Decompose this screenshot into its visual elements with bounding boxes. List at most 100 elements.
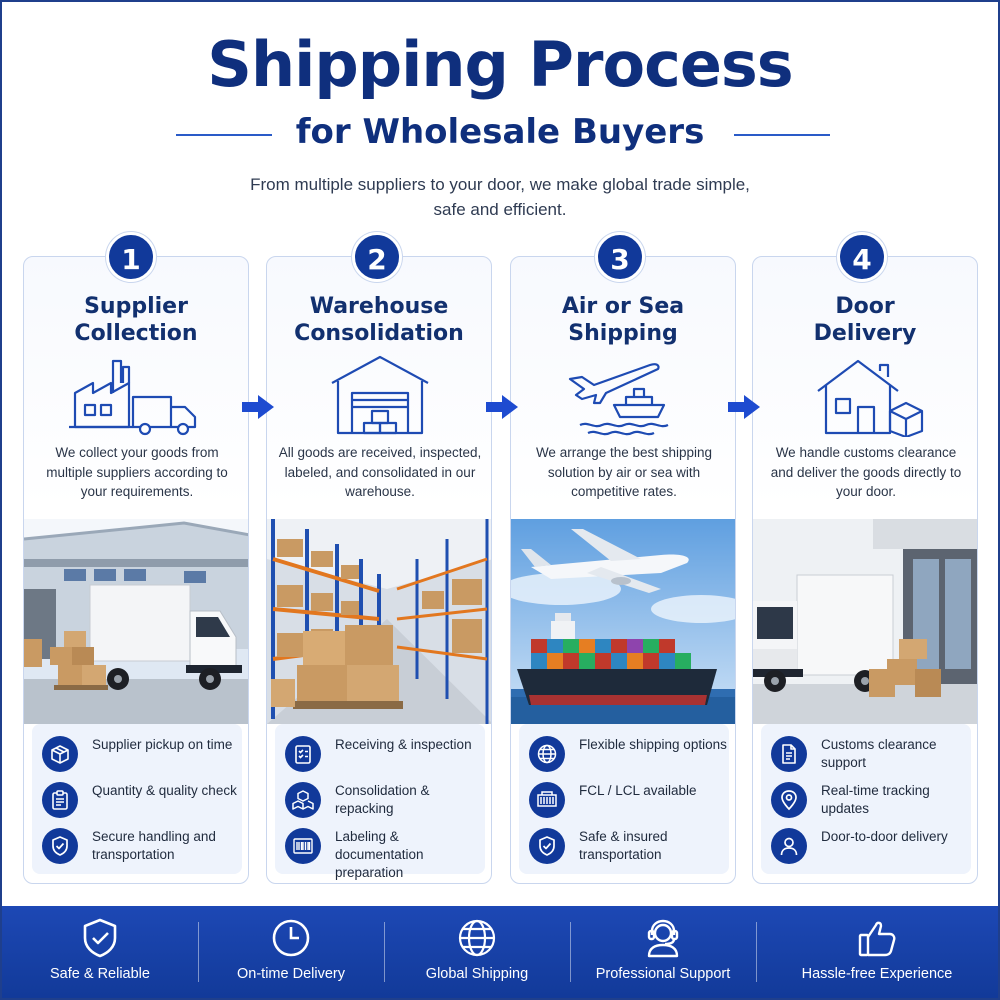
shield-check-icon <box>83 918 117 958</box>
step-description: We collect your goods from multiple supp… <box>46 445 228 499</box>
plane-and-container-ship-photo <box>511 519 735 724</box>
feature-item: Supplier pickup on time <box>42 734 238 776</box>
person-icon <box>771 828 807 864</box>
feature-item: Secure handling and transportation <box>42 826 238 868</box>
feature-label: Receiving & inspection <box>335 737 472 752</box>
step-card-warehouse-consolidation: Warehouse Consolidation All goods are re… <box>266 256 492 884</box>
step-card-door-delivery: Door Delivery We handle customs clearanc… <box>752 256 978 884</box>
footer-divider <box>756 922 757 982</box>
feature-label: FCL / LCL available <box>579 783 697 798</box>
headset-agent-icon <box>647 919 679 958</box>
step-title-line-2: Consolidation <box>294 321 464 346</box>
feature-item: Door-to-door delivery <box>771 826 967 868</box>
feature-item: Quantity & quality check <box>42 780 238 822</box>
footer-label: Global Shipping <box>425 966 529 982</box>
footer-label: Professional Support <box>595 966 731 982</box>
feature-label: Customs clearance support <box>821 737 937 770</box>
step-title: Supplier Collection <box>24 293 248 347</box>
shield-check-icon <box>42 828 78 864</box>
tagline: From multiple suppliers to your door, we… <box>200 172 800 222</box>
house-box-icon <box>817 359 924 437</box>
feature-label: Secure handling and transportation <box>92 829 216 862</box>
footer-label: Hassle-free Experience <box>801 966 953 982</box>
footer-divider <box>570 922 571 982</box>
feature-list: Flexible shipping options FCL / LCL avai… <box>519 724 729 874</box>
step-title-line-2: Delivery <box>813 321 917 346</box>
shield-check-icon <box>529 828 565 864</box>
subtitle-divider-left <box>176 134 272 136</box>
feature-label: Real-time tracking updates <box>821 783 930 816</box>
tagline-line-1: From multiple suppliers to your door, we… <box>250 175 750 194</box>
footer-label: On-time Delivery <box>237 966 345 982</box>
step-title-line-1: Warehouse <box>309 294 449 319</box>
arrow-right-icon <box>486 395 518 419</box>
barcode-icon <box>285 828 321 864</box>
feature-label: Quantity & quality check <box>92 783 237 798</box>
feature-item: Receiving & inspection <box>285 734 481 776</box>
globe-icon <box>529 736 565 772</box>
feature-item: Real-time tracking updates <box>771 780 967 822</box>
warehouse-icon <box>331 355 429 435</box>
feature-item: Flexible shipping options <box>529 734 727 776</box>
footer-item-hassle-free-experience: Hassle-free Experience <box>756 906 998 998</box>
arrow-right-icon <box>242 395 274 419</box>
tagline-line-2: safe and efficient. <box>433 200 567 219</box>
subtitle-row: for Wholesale Buyers <box>0 112 1000 156</box>
step-title-line-2: Shipping <box>568 321 678 346</box>
step-title-line-2: Collection <box>74 321 198 346</box>
step-number-badge: 4 <box>837 232 887 282</box>
feature-item: FCL / LCL available <box>529 780 725 822</box>
factory-truck-icon <box>69 359 197 436</box>
footer-label: Safe & Reliable <box>50 966 150 982</box>
step-card-air-or-sea-shipping: Air or Sea Shipping We arrange the best … <box>510 256 736 884</box>
step-number-badge: 2 <box>352 232 402 282</box>
footer-divider <box>384 922 385 982</box>
feature-list: Receiving & inspection Consolidation & r… <box>275 724 485 880</box>
feature-label: Flexible shipping options <box>579 737 727 752</box>
feature-item: Customs clearance support <box>771 734 967 776</box>
plane-ship-icon <box>568 363 669 436</box>
globe-icon <box>458 919 496 957</box>
step-title: Warehouse Consolidation <box>267 293 491 347</box>
step-title: Air or Sea Shipping <box>511 293 735 347</box>
warehouse-racks-photo <box>267 519 491 724</box>
delivery-truck-photo <box>753 519 977 724</box>
footer-item-global-shipping: Global Shipping <box>384 906 570 998</box>
loading-dock-truck-photo <box>24 519 248 724</box>
feature-item: Consolidation & repacking <box>285 780 481 822</box>
page-subtitle: for Wholesale Buyers <box>295 112 705 152</box>
container-icon <box>529 782 565 818</box>
feature-label: Consolidation & repacking <box>335 783 430 816</box>
feature-label: Supplier pickup on time <box>92 737 233 752</box>
document-icon <box>771 736 807 772</box>
clipboard-icon <box>42 782 78 818</box>
page-title: Shipping Process <box>207 28 793 101</box>
checklist-icon <box>285 736 321 772</box>
clock-icon <box>272 919 310 957</box>
thumbs-up-icon <box>858 921 896 957</box>
footer-item-safe-reliable: Safe & Reliable <box>2 906 198 998</box>
feature-label: Safe & insured transportation <box>579 829 668 862</box>
subtitle-divider-right <box>734 134 830 136</box>
step-card-supplier-collection: Supplier Collection We collect your good… <box>23 256 249 884</box>
feature-list: Supplier pickup on time Quantity & quali… <box>32 724 242 874</box>
arrow-right-icon <box>728 395 760 419</box>
benefits-footer: Safe & Reliable On-time Delivery Global … <box>2 906 998 998</box>
footer-item-on-time-delivery: On-time Delivery <box>198 906 384 998</box>
feature-item: Safe & insured transportation <box>529 826 725 868</box>
boxes-icon <box>285 782 321 818</box>
step-description: We arrange the best shipping solution by… <box>535 445 713 499</box>
step-title-line-1: Door <box>835 294 895 319</box>
step-title: Door Delivery <box>753 293 977 347</box>
feature-label: Labeling & documentation preparation <box>335 829 424 880</box>
feature-item: Labeling & documentation preparation <box>285 826 481 880</box>
feature-list: Customs clearance support Real-time trac… <box>761 724 971 874</box>
location-pin-icon <box>771 782 807 818</box>
box-icon <box>42 736 78 772</box>
feature-label: Door-to-door delivery <box>821 829 948 844</box>
step-description: We handle customs clearance and deliver … <box>770 445 962 499</box>
footer-item-professional-support: Professional Support <box>570 906 756 998</box>
footer-divider <box>198 922 199 982</box>
step-title-line-1: Supplier <box>84 294 188 319</box>
